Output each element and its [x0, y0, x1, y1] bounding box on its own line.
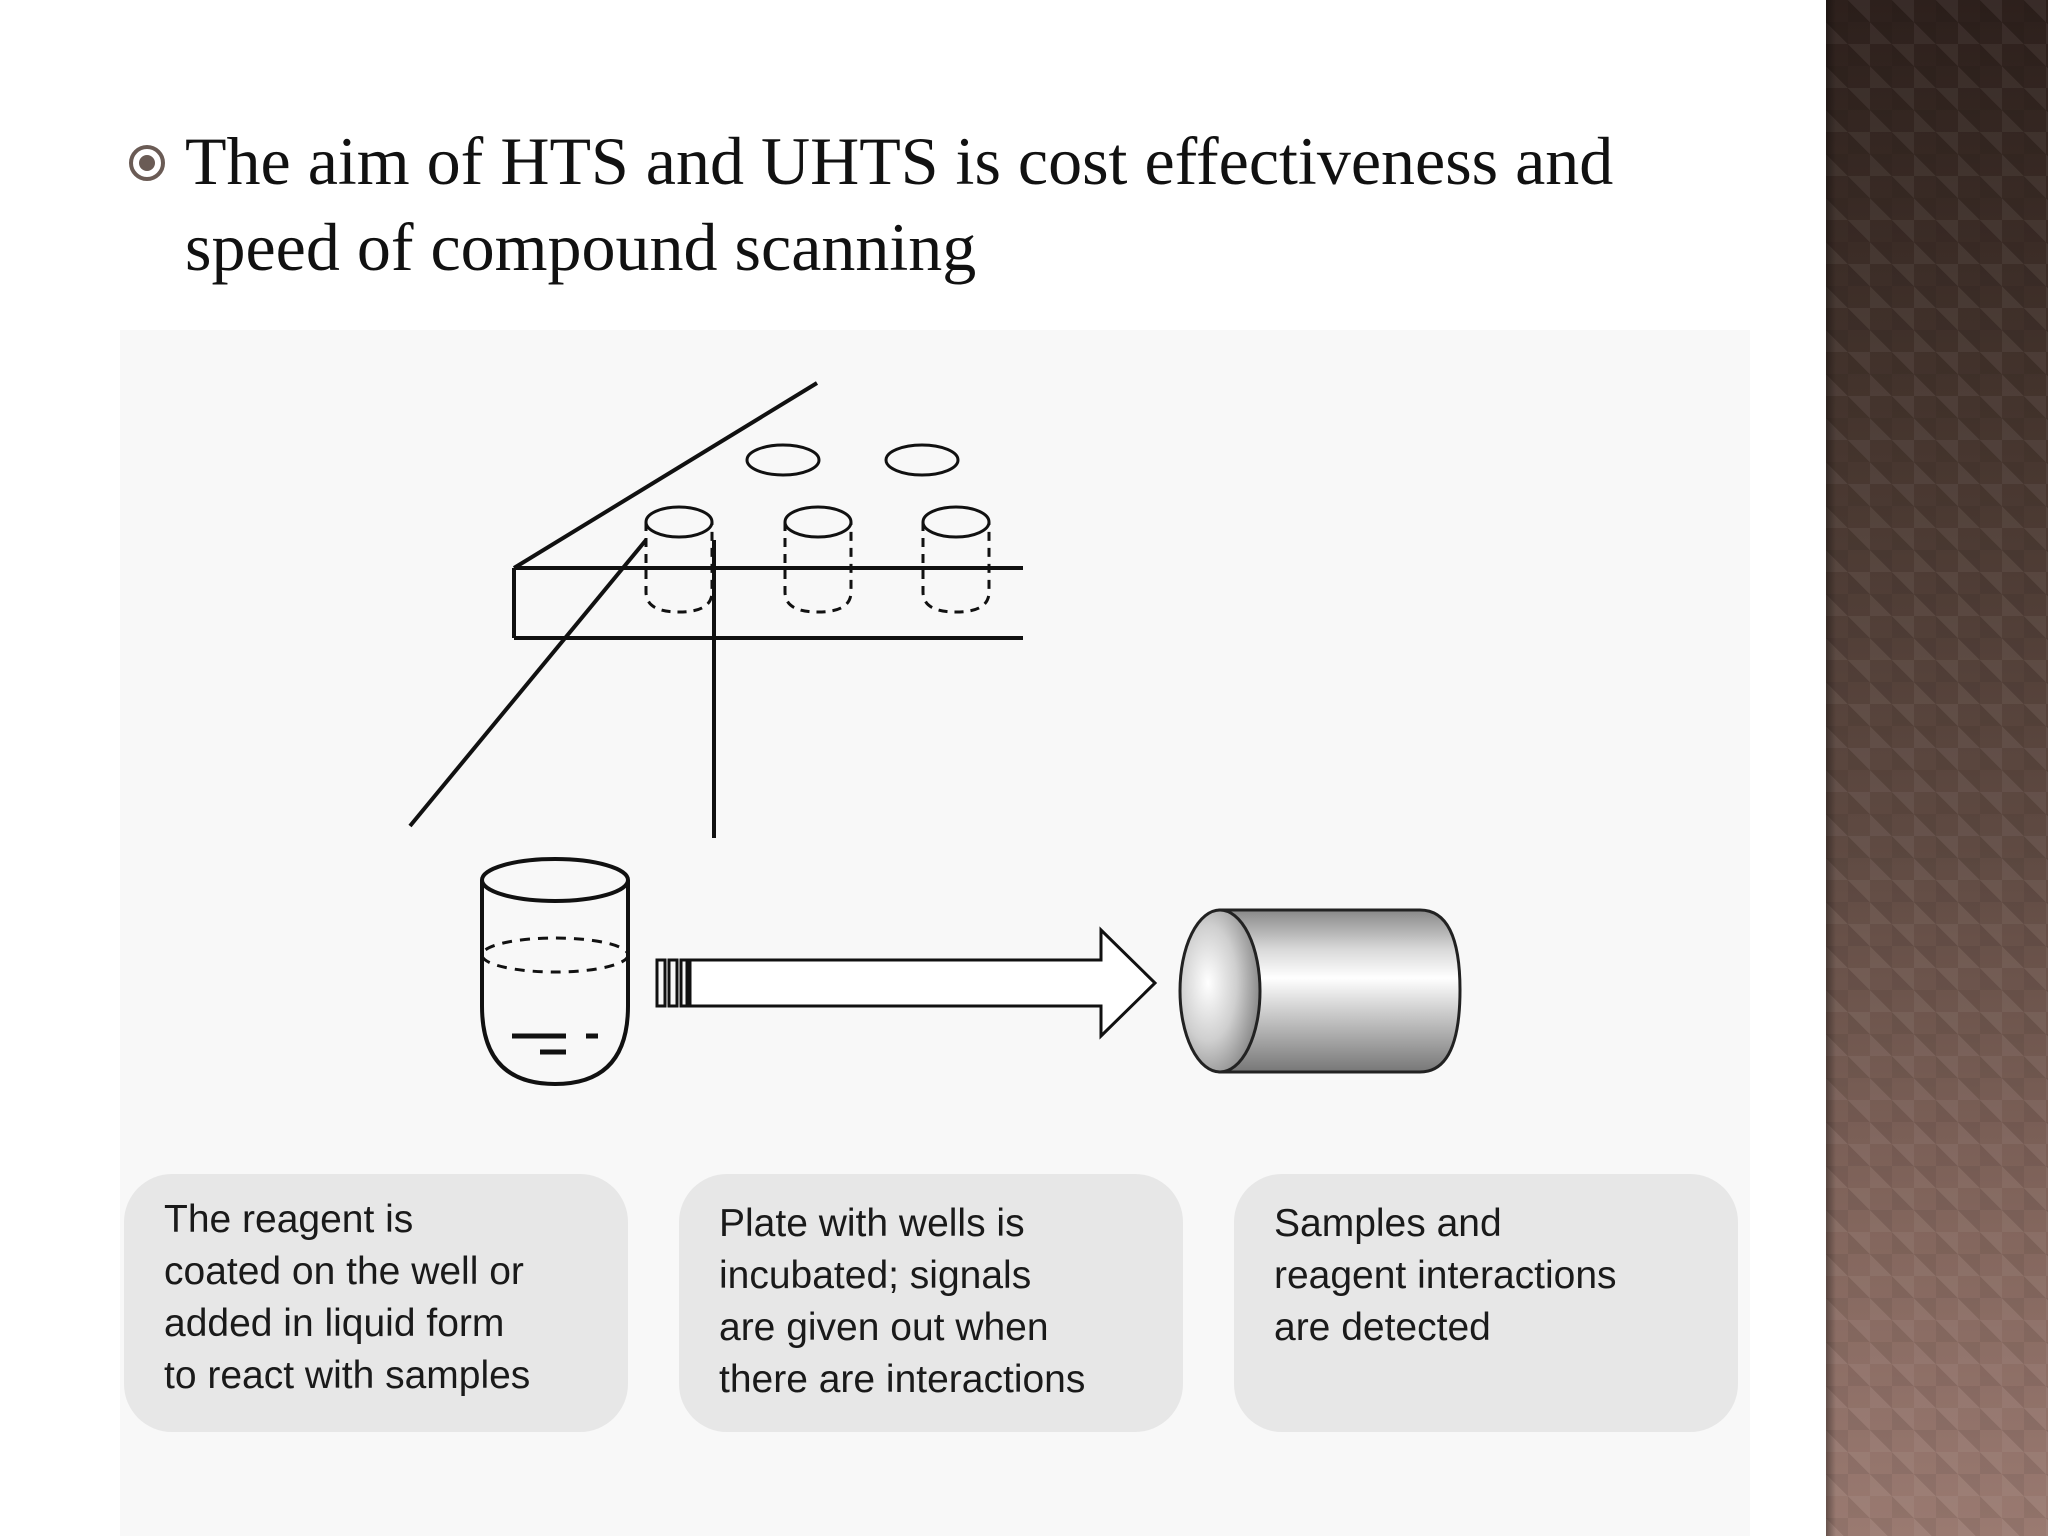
reagent-caption: The reagent is coated on the well or add… — [124, 1174, 628, 1432]
well-icon — [783, 505, 853, 614]
detector-cylinder-icon — [1178, 908, 1462, 1074]
decorative-side-panel — [1826, 0, 2048, 1536]
detection-caption: Samples and reagent interactions are det… — [1234, 1174, 1738, 1432]
incubation-caption: Plate with wells is incubated; signals a… — [679, 1174, 1183, 1432]
well-icon — [921, 505, 991, 614]
arrow-icon — [655, 926, 1158, 1040]
bullet-text: The aim of HTS and UHTS is cost effectiv… — [185, 123, 1614, 285]
bullet-icon — [129, 145, 165, 181]
microplate-icon — [408, 381, 1023, 838]
well-icon — [644, 505, 714, 614]
beaker-icon — [480, 857, 630, 1087]
